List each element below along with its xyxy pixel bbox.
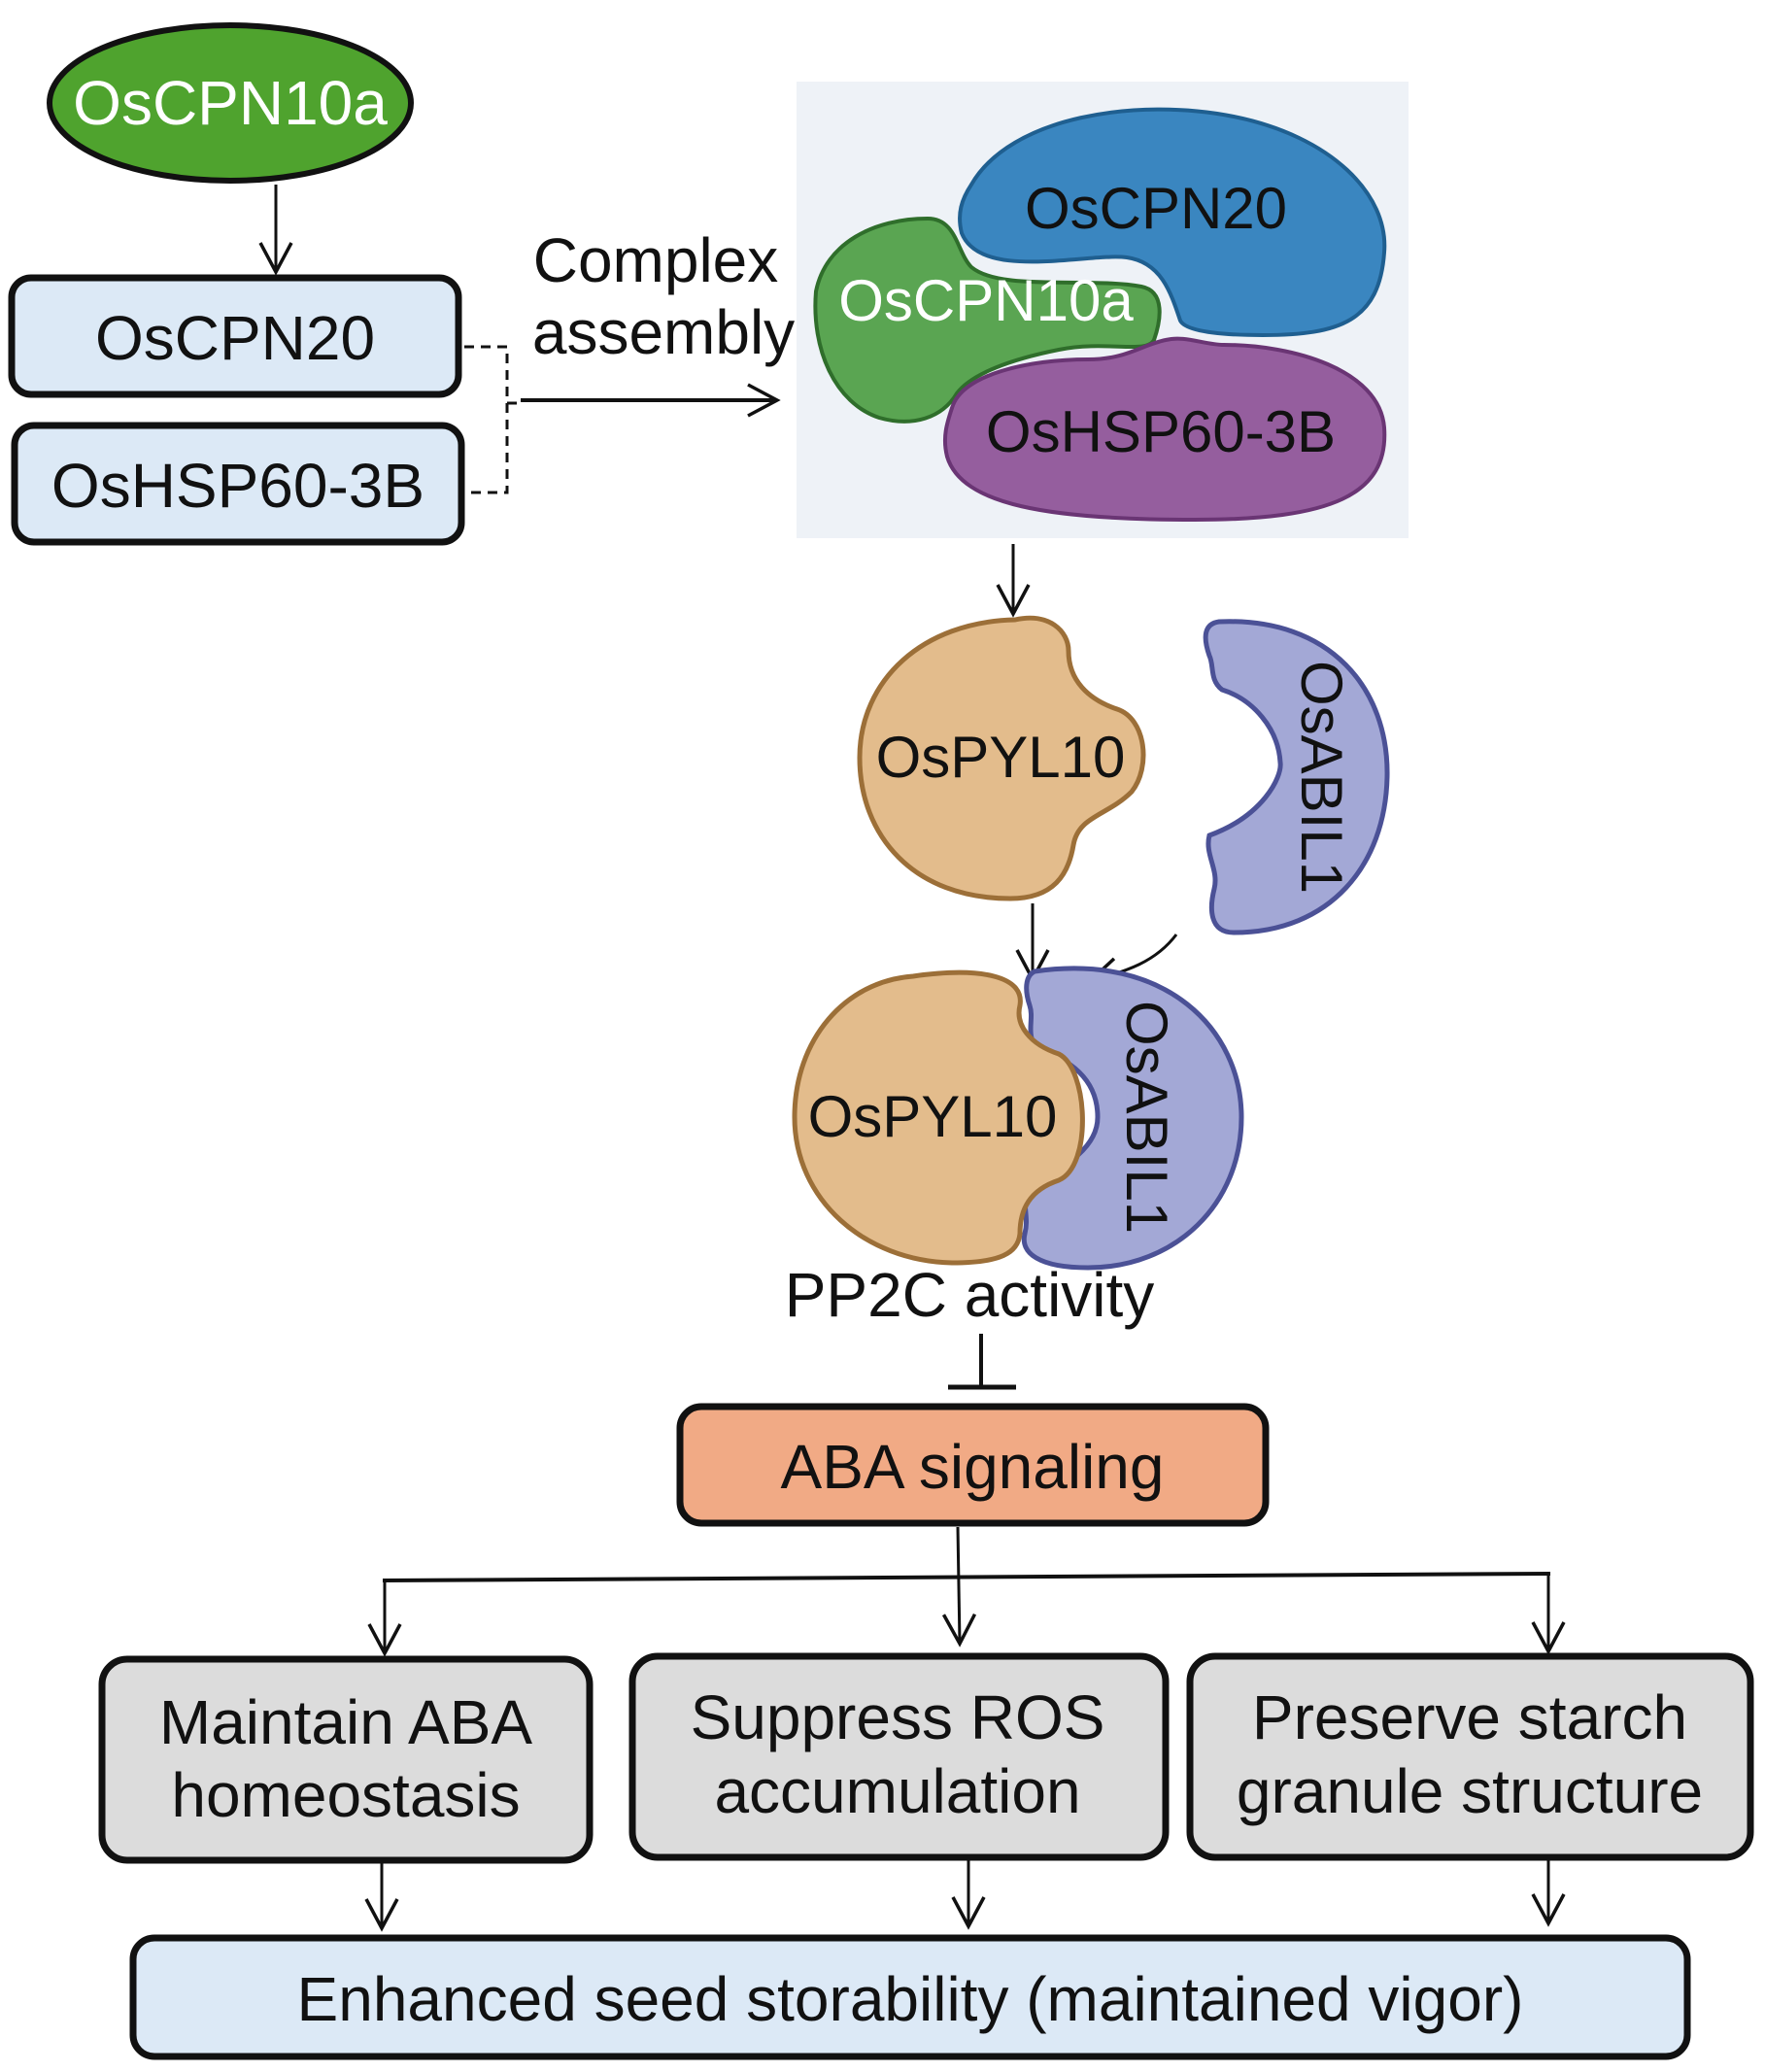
aba-signaling-node: ABA signaling — [676, 1403, 1270, 1527]
final-connectors — [364, 1859, 1566, 1932]
branch-connectors — [367, 1526, 1566, 1657]
oscpn10a-label: OsCPN10a — [73, 68, 388, 138]
pp2c-activity-label: PP2C activity — [785, 1260, 1155, 1330]
complex-cpn20-shape — [958, 107, 1387, 338]
ospyl10-free: OsPYL10 — [857, 615, 1146, 901]
osabil1-bound-label: OsABIL1 — [1114, 1001, 1179, 1234]
oshsp60-label: OsHSP60-3B — [51, 451, 424, 521]
outcome-1-line1: Maintain ABA — [159, 1687, 533, 1757]
final-outcome-node: Enhanced seed storability (maintained vi… — [129, 1934, 1691, 2060]
aba-signaling-label: ABA signaling — [781, 1432, 1165, 1502]
inhibition-bar — [948, 1334, 1016, 1390]
oshsp60-node: OsHSP60-3B — [11, 422, 465, 546]
complex-hsp60-label: OsHSP60-3B — [986, 399, 1336, 464]
final-outcome-label: Enhanced seed storability (maintained vi… — [297, 1964, 1524, 2034]
ospyl10-bound-shape — [792, 969, 1085, 1266]
oscpn20-label: OsCPN20 — [95, 303, 375, 373]
complex-label-line2: assembly — [532, 297, 795, 367]
complex-cpn10a-shape — [813, 216, 1162, 424]
complex-cpn20-label: OsCPN20 — [1025, 176, 1287, 241]
dashed-bracket — [464, 345, 521, 494]
outcome-2-line2: accumulation — [714, 1756, 1080, 1826]
osabil1-free-shape — [1203, 619, 1390, 935]
osabil1-free: OsABIL1 — [1203, 619, 1390, 935]
pyl10-abil1-complex: OsPYL10 OsABIL1 — [792, 966, 1244, 1271]
ospyl10-bound-label: OsPYL10 — [808, 1084, 1058, 1149]
ospyl10-free-label: OsPYL10 — [876, 725, 1126, 790]
outcome-preserve-starch: Preserve starch granule structure — [1186, 1652, 1754, 1861]
complex-label-line1: Complex — [533, 225, 779, 295]
oscpn20-node: OsCPN20 — [8, 274, 462, 398]
osabil1-free-label: OsABIL1 — [1289, 661, 1354, 894]
outcome-2-line1: Suppress ROS — [691, 1682, 1105, 1752]
chaperonin-complex: OsCPN20 OsCPN10a OsHSP60-3B — [797, 82, 1409, 538]
complex-hsp60-shape — [942, 336, 1387, 523]
complex-cpn10a-label: OsCPN10a — [838, 268, 1134, 333]
outcome-maintain-aba: Maintain ABA homeostasis — [98, 1655, 594, 1864]
outcome-suppress-ros: Suppress ROS accumulation — [628, 1652, 1170, 1861]
outcome-3-line1: Preserve starch — [1252, 1682, 1687, 1752]
ospyl10-free-shape — [857, 615, 1146, 901]
outcome-3-line2: granule structure — [1237, 1756, 1703, 1826]
outcome-1-line2: homeostasis — [171, 1760, 520, 1830]
oscpn10a-node: OsCPN10a — [47, 22, 414, 184]
